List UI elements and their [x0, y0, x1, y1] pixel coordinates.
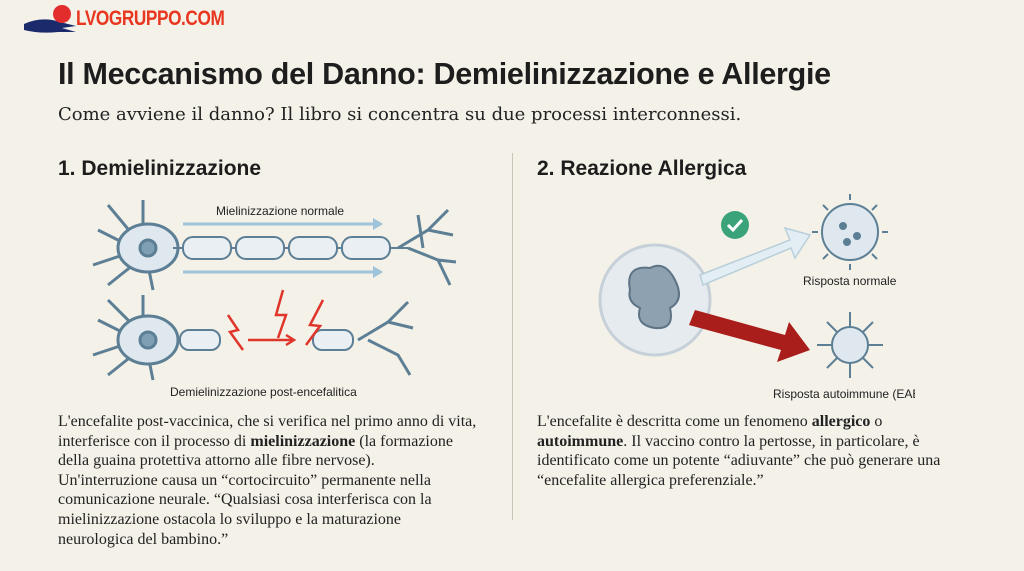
allergic-reaction-illustration: Risposta normale Risposta autoimmune (EA… [598, 194, 915, 401]
paragraph-text: (la formazione della guaina protettiva a… [58, 432, 453, 548]
column-divider [512, 153, 513, 520]
page-subtitle: Come avviene il danno? Il libro si conce… [58, 104, 742, 125]
check-icon [721, 211, 749, 239]
page-title: Il Meccanismo del Danno: Demielinizzazio… [58, 57, 831, 91]
immune-cell [598, 243, 712, 357]
autoimmune-cell-icon [817, 312, 883, 378]
demyelination-illustration: Mielinizzazione normale Demielinizzazion… [92, 200, 457, 399]
paragraph-text: L'encefalite è descritta come un fenomen… [537, 413, 812, 430]
label-normal-myelination: Mielinizzazione normale [216, 204, 344, 218]
paragraph-bold-term: mielinizzazione [250, 432, 356, 450]
autoimmune-response-arrow [689, 310, 810, 362]
label-autoimmune-response: Risposta autoimmune (EAE) [773, 387, 915, 401]
watermark-logo: LVOGRUPPO.COM [22, 2, 257, 36]
neuron-normal-left [92, 200, 180, 291]
paragraph-bold-term: autoimmune [537, 432, 624, 450]
watermark-text: LVOGRUPPO.COM [76, 7, 225, 30]
paragraph-text: L'encefalite post-vaccinica, che si veri… [58, 413, 477, 450]
damage-sparks [226, 289, 325, 351]
section-heading-demyelination: 1. Demielinizzazione [58, 157, 262, 180]
paragraph-text: o [870, 413, 883, 430]
paragraph-bold-term: allergico [811, 413, 871, 430]
demyelination-paragraph: L'encefalite post-vaccinica, che si veri… [58, 412, 478, 549]
neuron-normal-right [397, 208, 457, 286]
label-normal-response: Risposta normale [803, 274, 897, 288]
virus-normal-icon [812, 194, 888, 270]
logo-hand-icon [24, 5, 76, 33]
neuron-damaged-left [92, 295, 414, 381]
myelin-sheaths [173, 236, 408, 260]
label-demyelination: Demielinizzazione post-encefalitica [170, 385, 357, 399]
normal-response-arrow [699, 226, 812, 287]
paragraph-text: . Il vaccino contro la pertosse, in part… [537, 432, 941, 489]
section-heading-allergic: 2. Reazione Allergica [537, 157, 747, 180]
allergic-paragraph: L'encefalite è descritta come un fenomen… [537, 412, 949, 490]
